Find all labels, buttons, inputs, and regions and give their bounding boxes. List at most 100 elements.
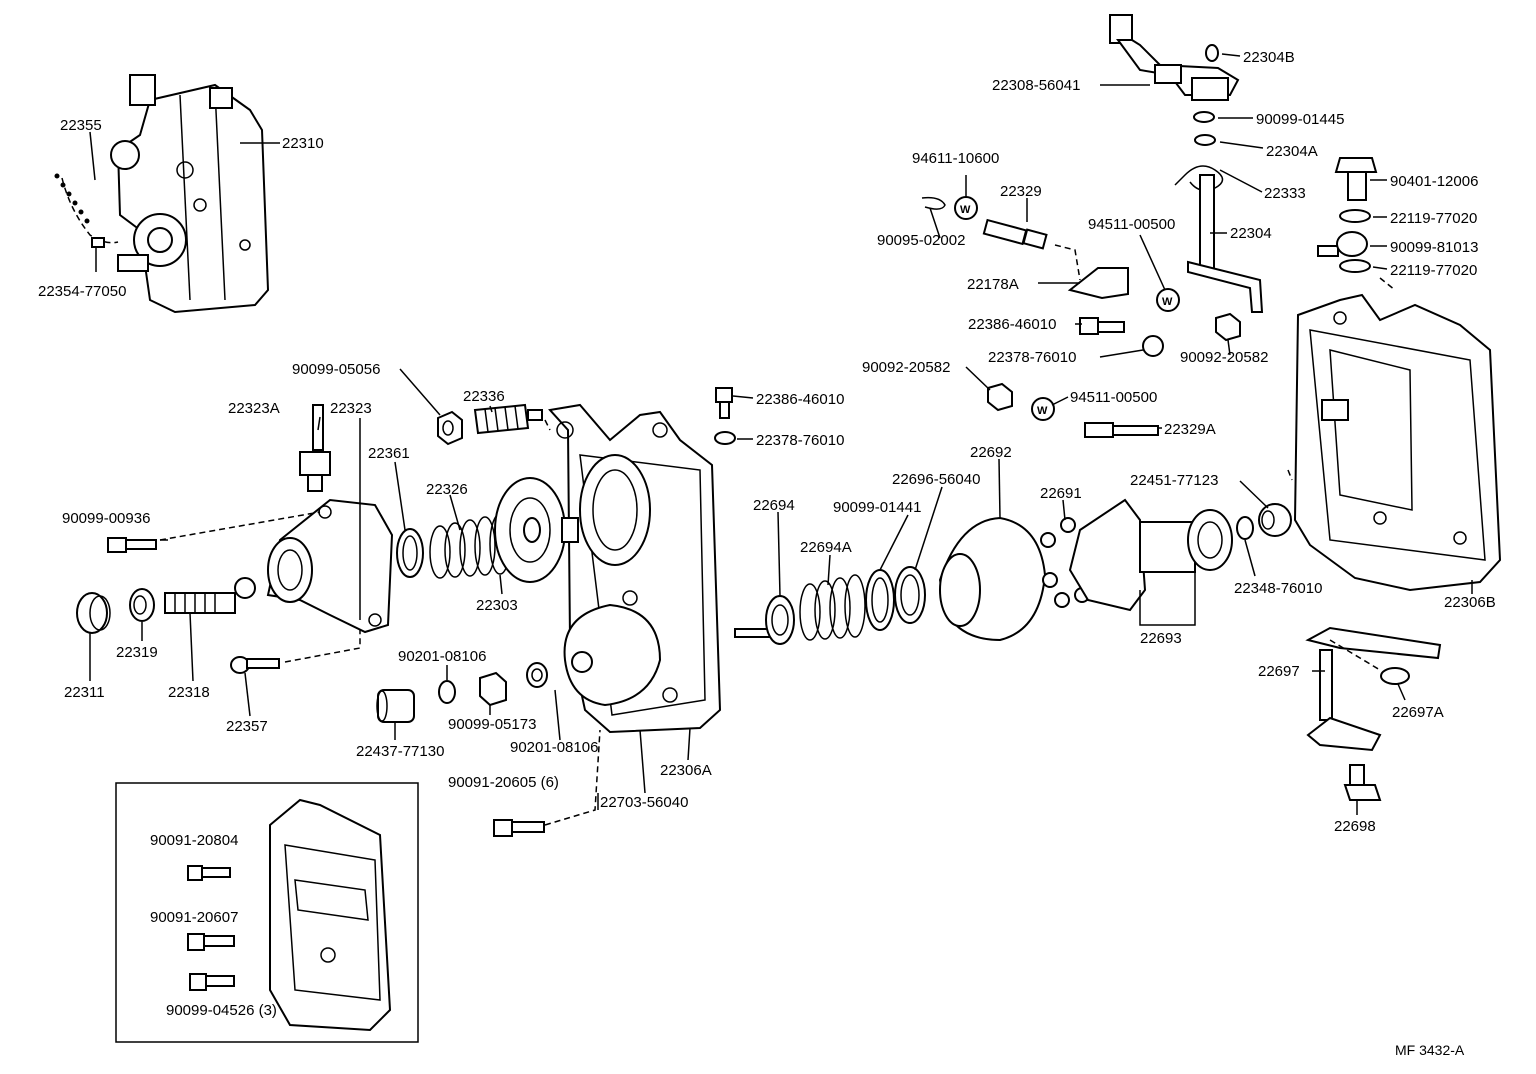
nut-90099-05056 — [437, 410, 463, 446]
label-22336: 22336 — [463, 388, 505, 405]
washer-90099-01445 — [1193, 111, 1215, 123]
bolt-90401-12006 — [1334, 157, 1378, 201]
shaft-22694 — [734, 595, 795, 645]
banjo-90099-81013 — [1317, 231, 1368, 257]
clip-22378-76010-b — [714, 431, 736, 445]
label-90099-01441: 90099-01441 — [833, 499, 921, 516]
label-22119-77020-a: 22119-77020 — [1390, 210, 1477, 227]
label-94511-00500-b: 94511-00500 — [1070, 389, 1157, 406]
label-22698: 22698 — [1334, 818, 1376, 835]
label-22306B: 22306B — [1444, 594, 1496, 611]
label-22306A: 22306A — [660, 762, 712, 779]
label-22694A: 22694A — [800, 539, 852, 556]
washer-22119-77020-a — [1339, 209, 1371, 223]
washer-mark: W — [1037, 405, 1048, 417]
cover-22323 — [266, 498, 394, 634]
label-22386-46010-a: 22386-46010 — [968, 316, 1056, 333]
nut-90099-05173 — [479, 671, 507, 707]
nut-90092-20582-b — [1215, 312, 1241, 342]
washer-mark: W — [960, 204, 971, 216]
label-90092-20582-b: 90092-20582 — [1180, 349, 1268, 366]
housing-22306A — [548, 403, 722, 734]
screw-22318 — [164, 577, 256, 614]
label-90099-01445: 90099-01445 — [1256, 111, 1344, 128]
label-22437-77130: 22437-77130 — [356, 743, 444, 760]
label-22303: 22303 — [476, 597, 518, 614]
label-22319: 22319 — [116, 644, 158, 661]
label-22378-76010-b: 22378-76010 — [756, 432, 844, 449]
label-22308-56041: 22308-56041 — [992, 77, 1080, 94]
label-22696-56040: 22696-56040 — [892, 471, 980, 488]
label-22329: 22329 — [1000, 183, 1042, 200]
label-22326: 22326 — [426, 481, 468, 498]
label-22348-76010: 22348-76010 — [1234, 580, 1322, 597]
clip-22378-76010-a — [1142, 335, 1164, 357]
pin-22698 — [1343, 764, 1382, 801]
label-22694: 22694 — [753, 497, 795, 514]
screw-22357 — [230, 656, 280, 674]
part-labels: 22355 22310 22354-77050 22304B 22308-560… — [38, 49, 1496, 1058]
cover-22306B — [1293, 293, 1502, 592]
bolt-90091-20605 — [493, 819, 545, 837]
nut-90092-20582-a — [987, 382, 1013, 412]
label-22178A: 22178A — [967, 276, 1019, 293]
label-22354-77050: 22354-77050 — [38, 283, 126, 300]
washer-90201-08106-a — [438, 680, 456, 704]
label-22357: 22357 — [226, 718, 268, 735]
label-90401-12006: 90401-12006 — [1390, 173, 1478, 190]
plug-22451-77123 — [1258, 503, 1292, 537]
label-22333: 22333 — [1264, 185, 1306, 202]
figure-code: MF 3432-A — [1395, 1042, 1465, 1058]
label-22451-77123: 22451-77123 — [1130, 472, 1218, 489]
label-22355: 22355 — [60, 117, 102, 134]
stud-22329A — [1084, 422, 1159, 438]
label-22304A: 22304A — [1266, 143, 1318, 160]
cap-22311 — [76, 592, 111, 634]
washer-22348-76010 — [1236, 516, 1254, 540]
stud-22329 — [982, 218, 1048, 250]
label-22318: 22318 — [168, 684, 210, 701]
chain-dots — [54, 173, 90, 224]
label-22697A: 22697A — [1392, 704, 1444, 721]
label-90095-02002: 90095-02002 — [877, 232, 965, 249]
label-90092-20582-a: 90092-20582 — [862, 359, 950, 376]
piston-22303 — [494, 477, 579, 583]
label-22323A: 22323A — [228, 400, 280, 417]
washer-90201-08106-b — [526, 662, 548, 688]
label-22703-56040: 22703-56040 — [600, 794, 688, 811]
label-90201-08106-a: 90201-08106 — [398, 648, 486, 665]
label-22329A: 22329A — [1164, 421, 1216, 438]
lever-22308-56041 — [1109, 14, 1240, 101]
label-22304B: 22304B — [1243, 49, 1295, 66]
bolt-22386-46010-b — [715, 387, 733, 419]
bracket-22178A — [1067, 267, 1129, 300]
nipple-22323A — [299, 404, 331, 492]
leader-lines — [89, 53, 1473, 815]
label-90091-20804: 90091-20804 — [150, 832, 238, 849]
washer-marks: W W W — [960, 204, 1173, 417]
washer-94511-00500-b — [1031, 397, 1055, 421]
o-ring-22361 — [396, 528, 424, 578]
label-22697: 22697 — [1258, 663, 1300, 680]
inset-box — [115, 782, 419, 1043]
label-90091-20607: 90091-20607 — [150, 909, 238, 926]
label-90099-05173: 90099-05173 — [448, 716, 536, 733]
label-22691: 22691 — [1040, 485, 1082, 502]
label-22386-46010-b: 22386-46010 — [756, 391, 844, 408]
washer-mark: W — [1162, 296, 1173, 308]
label-90201-08106-b: 90201-08106 — [510, 739, 598, 756]
label-90099-00936: 90099-00936 — [62, 510, 150, 527]
label-22693: 22693 — [1140, 630, 1182, 647]
washer-90099-01441 — [865, 569, 895, 631]
washer-94511-00500-a — [1156, 288, 1180, 312]
gear-22693 — [1068, 498, 1233, 612]
lever-22304 — [1187, 174, 1264, 313]
screw-22336 — [473, 403, 543, 435]
alignment-lines — [159, 244, 1396, 826]
spring-22333 — [1174, 165, 1224, 192]
label-22304: 22304 — [1230, 225, 1272, 242]
label-90099-05056: 90099-05056 — [292, 361, 380, 378]
lever-22697 — [1305, 626, 1442, 752]
label-94611-10600: 94611-10600 — [912, 150, 999, 167]
